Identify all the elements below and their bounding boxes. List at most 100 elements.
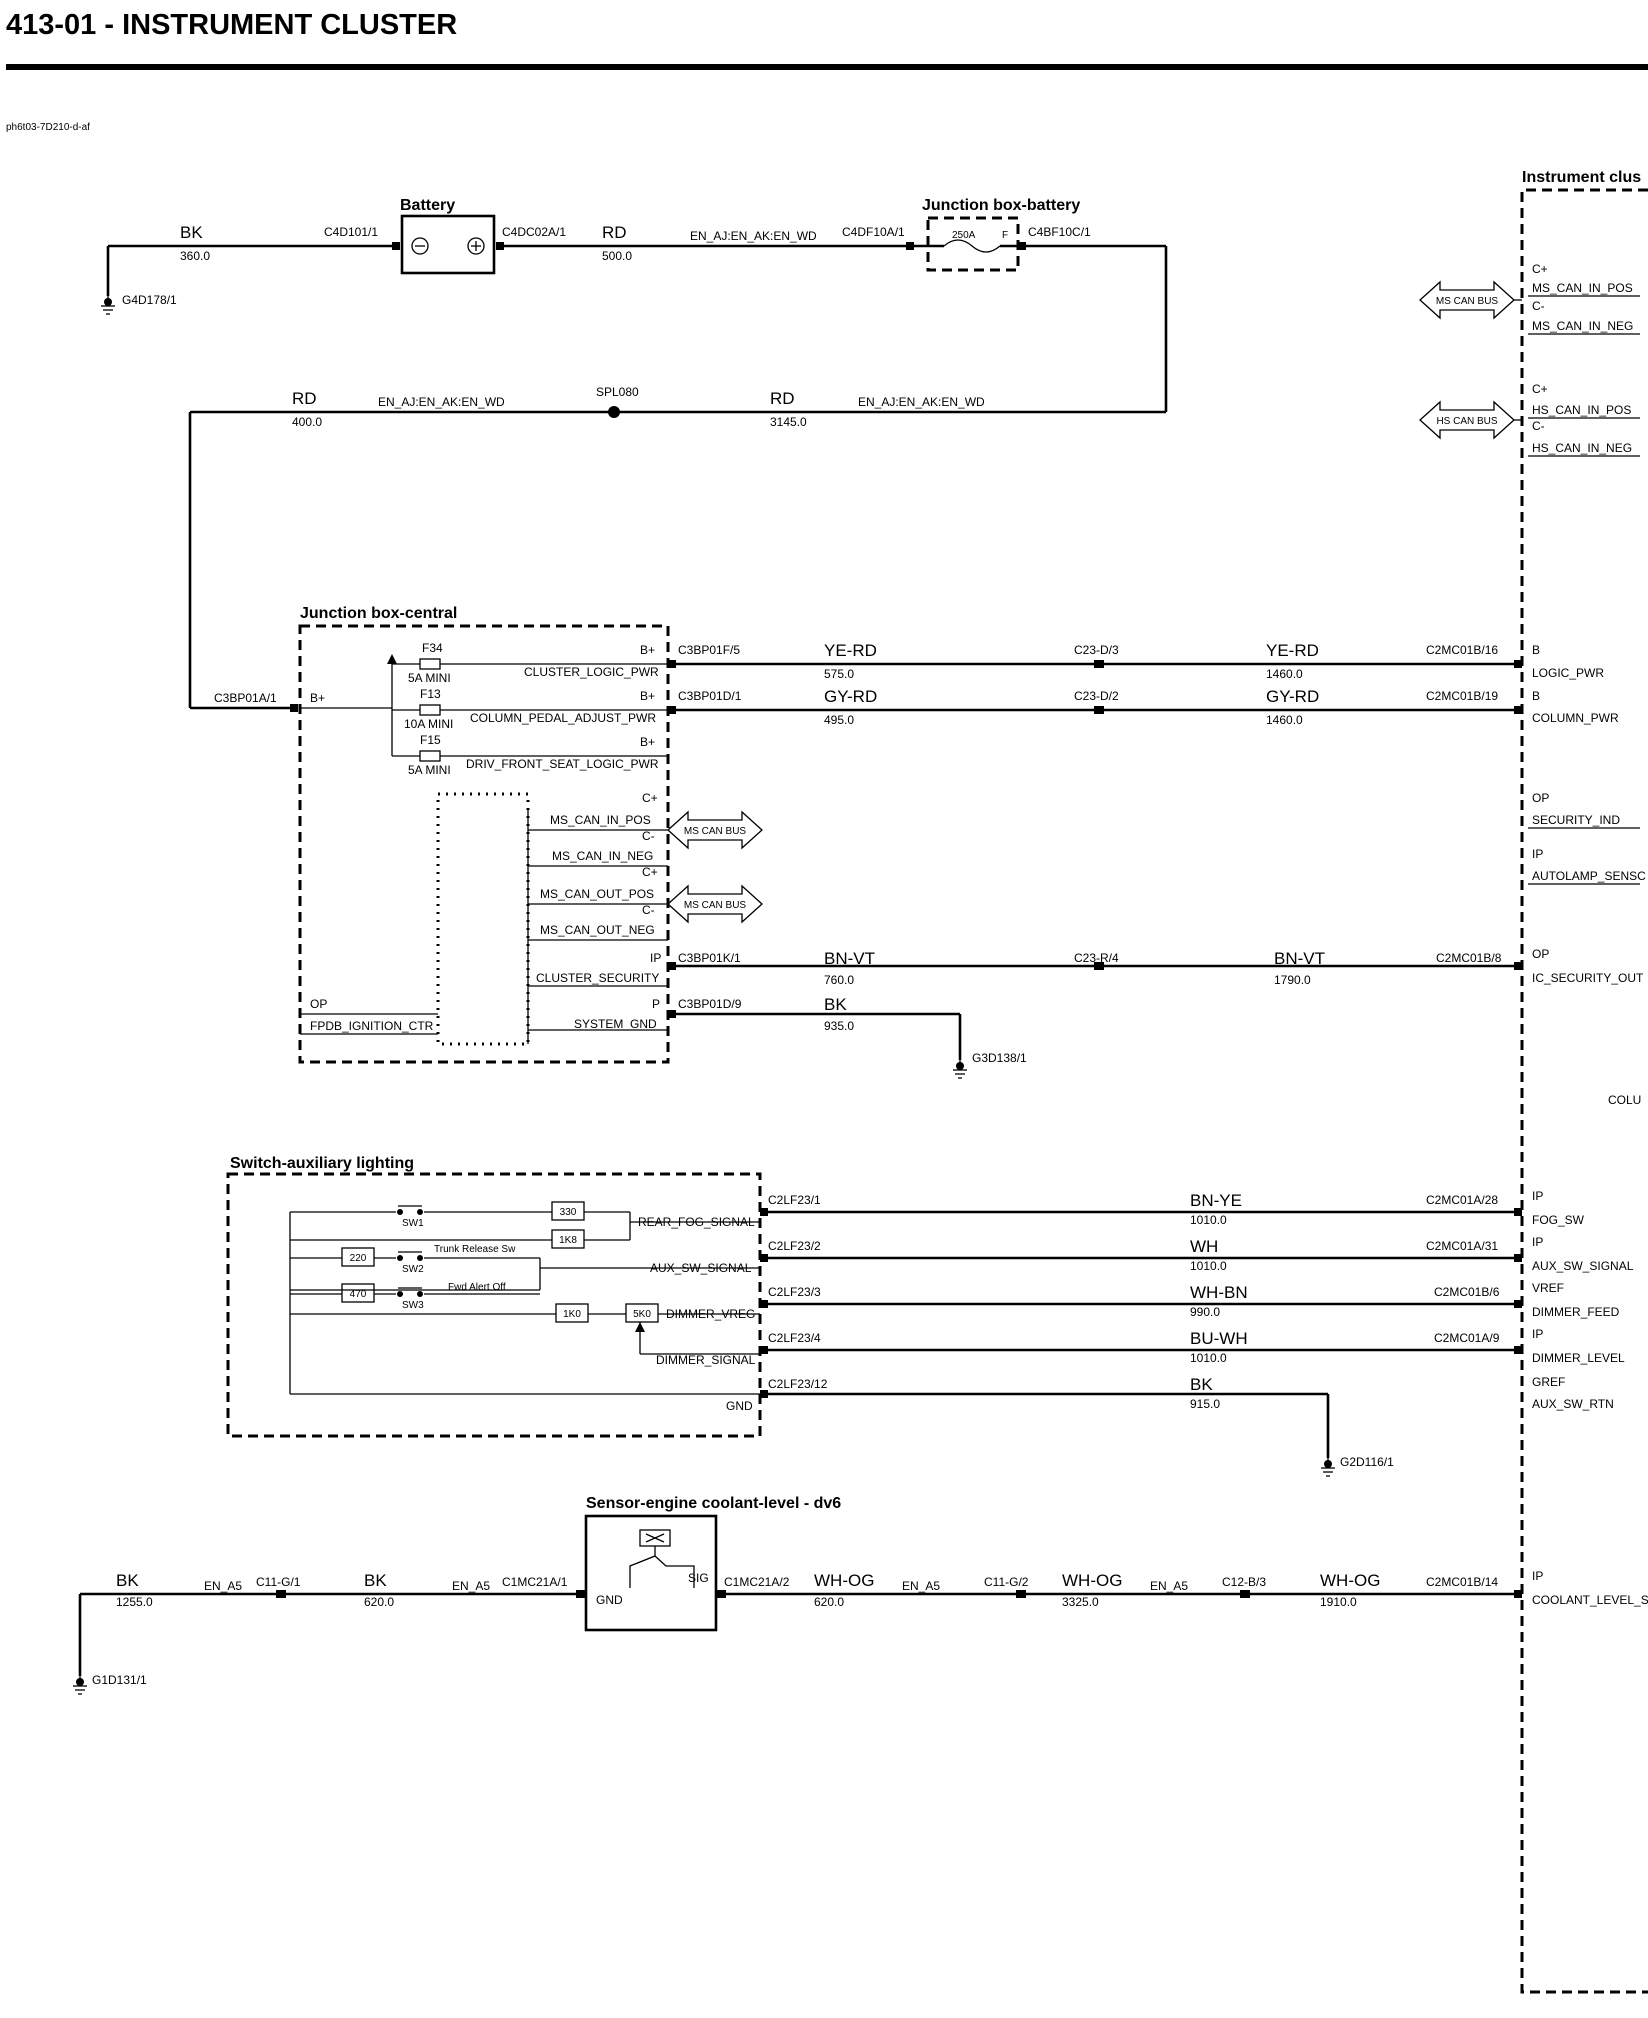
svg-text:MS CAN BUS: MS CAN BUS	[1436, 296, 1499, 307]
svg-text:EN_A5: EN_A5	[452, 1579, 490, 1593]
svg-text:SW1: SW1	[402, 1218, 424, 1229]
svg-text:1255.0: 1255.0	[116, 1595, 153, 1609]
svg-text:BN-VT: BN-VT	[1274, 949, 1325, 968]
svg-text:RD: RD	[292, 389, 317, 408]
svg-text:COLUMN_PWR: COLUMN_PWR	[1532, 711, 1619, 725]
svg-text:SW2: SW2	[402, 1264, 424, 1275]
svg-text:C-: C-	[1532, 299, 1545, 313]
svg-text:SYSTEM_GND: SYSTEM_GND	[574, 1017, 657, 1031]
svg-text:BK: BK	[116, 1571, 139, 1590]
svg-text:B+: B+	[640, 643, 655, 657]
svg-text:575.0: 575.0	[824, 667, 854, 681]
svg-text:MS_CAN_IN_POS: MS_CAN_IN_POS	[1532, 281, 1633, 295]
svg-text:IP: IP	[1532, 847, 1543, 861]
svg-text:C-: C-	[642, 903, 655, 917]
svg-text:C+: C+	[1532, 262, 1548, 276]
svg-text:C3BP01D/9: C3BP01D/9	[678, 997, 742, 1011]
svg-text:C2LF23/1: C2LF23/1	[768, 1193, 821, 1207]
svg-text:COOLANT_LEVEL_S: COOLANT_LEVEL_S	[1532, 1593, 1648, 1607]
cluster-title: Instrument clus	[1522, 169, 1641, 186]
svg-text:C3BP01F/5: C3BP01F/5	[678, 643, 740, 657]
svg-text:5K0: 5K0	[633, 1309, 651, 1320]
logic-pwr-run: C3BP01F/5 YE-RD 575.0 C23-D/3 YE-RD 1460…	[668, 641, 1522, 681]
svg-text:GND: GND	[726, 1399, 753, 1413]
svg-text:MS CAN BUS: MS CAN BUS	[684, 826, 747, 837]
switch-aux-lighting: Switch-auxiliary lighting SW1 330 1K8 RE…	[226, 1155, 762, 1438]
svg-text:C2LF23/12: C2LF23/12	[768, 1377, 828, 1391]
cluster-pins: B LOGIC_PWR B COLUMN_PWR OP SECURITY_IND…	[1528, 643, 1648, 1607]
svg-text:HS CAN BUS: HS CAN BUS	[1436, 416, 1497, 427]
svg-text:990.0: 990.0	[1190, 1305, 1220, 1319]
diagram-ref: ph6t03-7D210-d-af	[6, 122, 90, 133]
svg-text:COLU: COLU	[1608, 1093, 1641, 1107]
svg-text:BU-WH: BU-WH	[1190, 1329, 1248, 1348]
svg-text:Junction box-battery: Junction box-battery	[922, 197, 1080, 214]
svg-text:HS_CAN_IN_NEG: HS_CAN_IN_NEG	[1532, 441, 1632, 455]
svg-text:F: F	[1002, 230, 1008, 241]
svg-text:C+: C+	[642, 791, 658, 805]
svg-text:1460.0: 1460.0	[1266, 667, 1303, 681]
svg-text:B+: B+	[640, 689, 655, 703]
svg-text:BK: BK	[364, 1571, 387, 1590]
svg-text:OP: OP	[310, 997, 327, 1011]
svg-text:C2MC01B/8: C2MC01B/8	[1436, 951, 1502, 965]
junction-box-battery: Junction box-battery C4DF10A/1 250A F C4…	[842, 197, 1168, 412]
battery-icon	[400, 214, 496, 275]
svg-text:MS_CAN_IN_NEG: MS_CAN_IN_NEG	[552, 849, 653, 863]
svg-text:YE-RD: YE-RD	[1266, 641, 1319, 660]
svg-text:IP: IP	[1532, 1189, 1543, 1203]
svg-text:C-: C-	[1532, 419, 1545, 433]
svg-text:3145.0: 3145.0	[770, 415, 807, 429]
svg-text:915.0: 915.0	[1190, 1397, 1220, 1411]
svg-text:MS_CAN_OUT_NEG: MS_CAN_OUT_NEG	[540, 923, 655, 937]
svg-text:C2MC01B/14: C2MC01B/14	[1426, 1575, 1498, 1589]
svg-text:BK: BK	[180, 223, 203, 242]
svg-text:C23-R/4: C23-R/4	[1074, 951, 1119, 965]
svg-text:C23-D/2: C23-D/2	[1074, 689, 1119, 703]
svg-text:Trunk Release Sw: Trunk Release Sw	[434, 1244, 516, 1255]
svg-text:EN_A5: EN_A5	[1150, 1579, 1188, 1593]
jbc-can-arrows: MS CAN BUS MS CAN BUS	[667, 810, 763, 924]
cluster-hs-can: HS CAN BUS C+ HS_CAN_IN_POS C- HS_CAN_IN…	[1419, 382, 1640, 457]
svg-text:C2MC01B/16: C2MC01B/16	[1426, 643, 1498, 657]
svg-text:DIMMER_FEED: DIMMER_FEED	[1532, 1305, 1620, 1319]
svg-text:10A MINI: 10A MINI	[404, 717, 453, 731]
svg-text:3325.0: 3325.0	[1062, 1595, 1099, 1609]
svg-text:5A MINI: 5A MINI	[408, 763, 451, 777]
svg-text:C2MC01B/19: C2MC01B/19	[1426, 689, 1498, 703]
svg-text:250A: 250A	[952, 230, 976, 241]
svg-text:C2MC01B/6: C2MC01B/6	[1434, 1285, 1500, 1299]
svg-text:360.0: 360.0	[180, 249, 210, 263]
svg-text:CLUSTER_SECURITY: CLUSTER_SECURITY	[536, 971, 659, 985]
svg-text:IP: IP	[1532, 1569, 1543, 1583]
svg-text:C+: C+	[642, 865, 658, 879]
svg-text:F15: F15	[420, 733, 441, 747]
page-title: 413-01 - INSTRUMENT CLUSTER	[6, 9, 457, 41]
svg-text:C12-B/3: C12-B/3	[1222, 1575, 1266, 1589]
svg-text:MS_CAN_IN_POS: MS_CAN_IN_POS	[550, 813, 651, 827]
svg-text:C2MC01A/31: C2MC01A/31	[1426, 1239, 1498, 1253]
svg-text:G4D178/1: G4D178/1	[122, 293, 177, 307]
svg-text:DIMMER_SIGNAL: DIMMER_SIGNAL	[656, 1353, 756, 1367]
title-rule	[6, 64, 1648, 70]
svg-text:400.0: 400.0	[292, 415, 322, 429]
svg-text:SW3: SW3	[402, 1300, 424, 1311]
svg-text:330: 330	[560, 1207, 577, 1218]
system-gnd-run: C3BP01D/9 BK 935.0 G3D138/1	[668, 995, 1027, 1079]
svg-text:C3BP01K/1: C3BP01K/1	[678, 951, 741, 965]
svg-text:C2LF23/4: C2LF23/4	[768, 1331, 821, 1345]
svg-text:DIMMER_LEVEL: DIMMER_LEVEL	[1532, 1351, 1625, 1365]
svg-text:OP: OP	[1532, 791, 1549, 805]
svg-text:C1MC21A/1: C1MC21A/1	[502, 1575, 568, 1589]
svg-text:620.0: 620.0	[364, 1595, 394, 1609]
svg-text:220: 220	[350, 1253, 367, 1264]
svg-text:B: B	[1532, 643, 1540, 657]
svg-text:FPDB_IGNITION_CTR: FPDB_IGNITION_CTR	[310, 1019, 434, 1033]
switch-wires: C2LF23/1 BN-YE 1010.0 C2MC01A/28 C2LF23/…	[760, 1191, 1522, 1477]
svg-text:Battery: Battery	[400, 197, 455, 214]
svg-text:GY-RD: GY-RD	[824, 687, 877, 706]
svg-text:1910.0: 1910.0	[1320, 1595, 1357, 1609]
svg-text:C11-G/1: C11-G/1	[256, 1575, 301, 1589]
svg-text:1460.0: 1460.0	[1266, 713, 1303, 727]
svg-text:IP: IP	[1532, 1327, 1543, 1341]
